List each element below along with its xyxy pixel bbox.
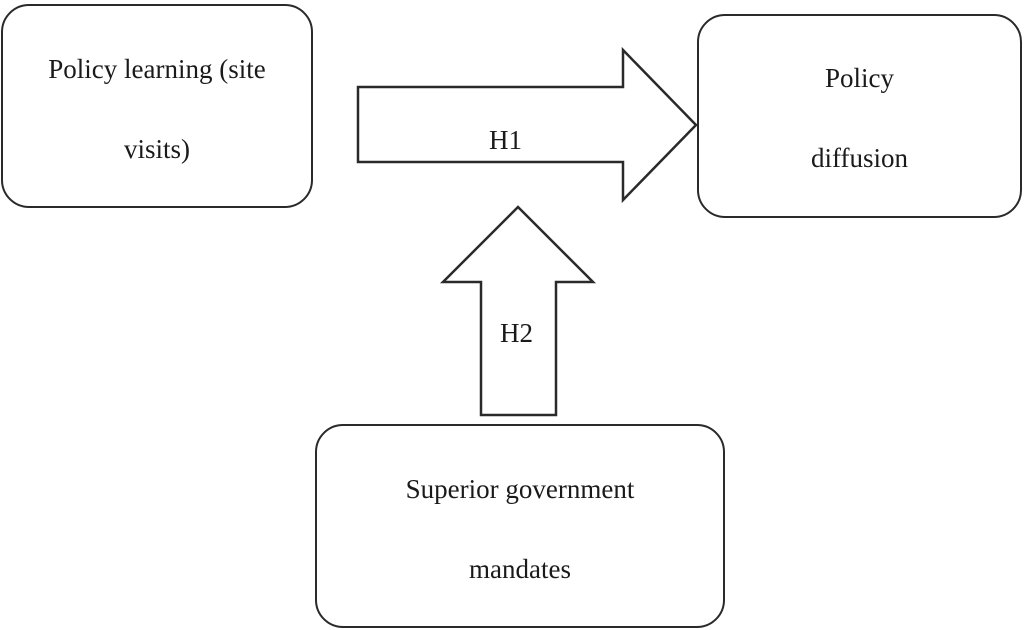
superior-mandates-line1: Superior government [405,474,635,504]
policy-learning-line2: visits) [123,134,190,164]
policy-diffusion-node: Policy diffusion [697,14,1022,218]
h1-label: H1 [489,125,522,155]
superior-mandates-node: Superior government mandates [315,424,725,628]
policy-learning-node: Policy learning (site visits) [1,4,313,208]
h2-label: H2 [500,318,533,348]
superior-mandates-line2: mandates [469,554,571,584]
h2-arrow [439,205,597,417]
policy-learning-line1: Policy learning (site [48,54,266,84]
policy-diffusion-line1: Policy [824,63,894,93]
policy-diffusion-line2: diffusion [810,143,908,173]
h1-arrow [356,46,698,204]
